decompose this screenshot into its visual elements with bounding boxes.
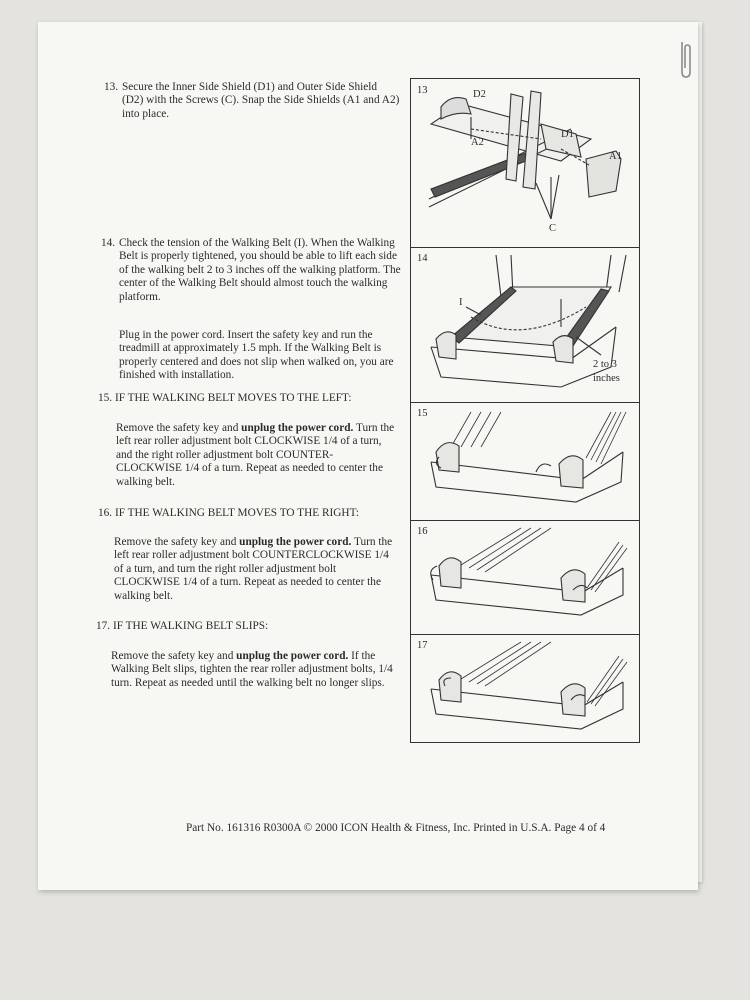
warning-text: unplug the power cord. <box>239 536 352 548</box>
figures-column: 13 D2 D1 A2 A1 C <box>410 78 640 743</box>
step-number: 16. <box>98 507 113 519</box>
step-number: 17. <box>96 620 111 632</box>
step-text: Remove the safety key and <box>114 536 240 548</box>
warning-text: unplug the power cord. <box>236 650 349 662</box>
step-17-heading: 17. IF THE WALKING BELT SLIPS: <box>96 620 268 633</box>
step-text: Turn the left rear roller adjustment bol… <box>116 422 395 488</box>
step-text: Remove the safety key and <box>111 650 237 662</box>
figure-number: 15 <box>417 408 428 419</box>
label-unit: inches <box>593 373 620 384</box>
section-heading: IF THE WALKING BELT MOVES TO THE LEFT: <box>114 392 352 404</box>
figure-number: 14 <box>417 253 428 264</box>
step-text: Turn the left rear roller adjustment bol… <box>114 536 393 602</box>
step-number: 15. <box>98 392 113 404</box>
step-number: 14. <box>101 237 116 249</box>
figure-16: 16 <box>411 520 639 635</box>
label-d2: D2 <box>473 89 486 100</box>
step-16-heading: 16. IF THE WALKING BELT MOVES TO THE RIG… <box>98 507 359 520</box>
label-c: C <box>549 223 557 234</box>
figure-14: 14 I 2 to 3 inches <box>411 247 639 403</box>
step-16-body: Remove the safety key and unplug the pow… <box>114 536 398 603</box>
step-number: 13. <box>104 81 119 93</box>
label-distance: 2 to 3 <box>593 359 617 370</box>
figure-17: 17 <box>411 634 639 742</box>
step-text: Plug in the power cord. Insert the safet… <box>119 329 394 382</box>
figure-number: 17 <box>417 640 428 651</box>
step-15-body: Remove the safety key and unplug the pow… <box>116 422 398 489</box>
section-heading: IF THE WALKING BELT MOVES TO THE RIGHT: <box>114 507 360 519</box>
section-heading: IF THE WALKING BELT SLIPS: <box>112 620 269 632</box>
belt-slip-adjustment-illustration <box>430 641 628 730</box>
label-d1: D1 <box>561 129 574 140</box>
step-text: If the Walking Belt slips, tighten the r… <box>111 650 393 689</box>
step-17-body: Remove the safety key and unplug the pow… <box>111 650 397 690</box>
step-14-continued: Plug in the power cord. Insert the safet… <box>119 329 399 383</box>
belt-right-adjustment-illustration <box>430 527 628 616</box>
figure-number: 16 <box>417 526 428 537</box>
figure-15: 15 <box>411 402 639 521</box>
belt-left-adjustment-illustration <box>430 411 627 503</box>
figure-13: 13 D2 D1 A2 A1 C <box>411 79 639 248</box>
figure-number: 13 <box>417 85 428 96</box>
step-text: Check the tension of the Walking Belt (I… <box>119 237 401 303</box>
label-walking-belt: I <box>459 297 463 308</box>
paper-clip-icon <box>681 42 691 78</box>
side-shield-illustration <box>428 90 622 220</box>
page-footer: Part No. 161316 R0300A © 2000 ICON Healt… <box>186 822 606 834</box>
belt-tension-illustration <box>430 254 627 388</box>
step-text: Remove the safety key and <box>116 422 242 434</box>
label-a1: A1 <box>609 151 622 162</box>
step-text: Secure the Inner Side Shield (D1) and Ou… <box>122 81 400 120</box>
label-a2: A2 <box>471 137 484 148</box>
warning-text: unplug the power cord. <box>241 422 354 434</box>
step-15-heading: 15. IF THE WALKING BELT MOVES TO THE LEF… <box>98 392 352 405</box>
